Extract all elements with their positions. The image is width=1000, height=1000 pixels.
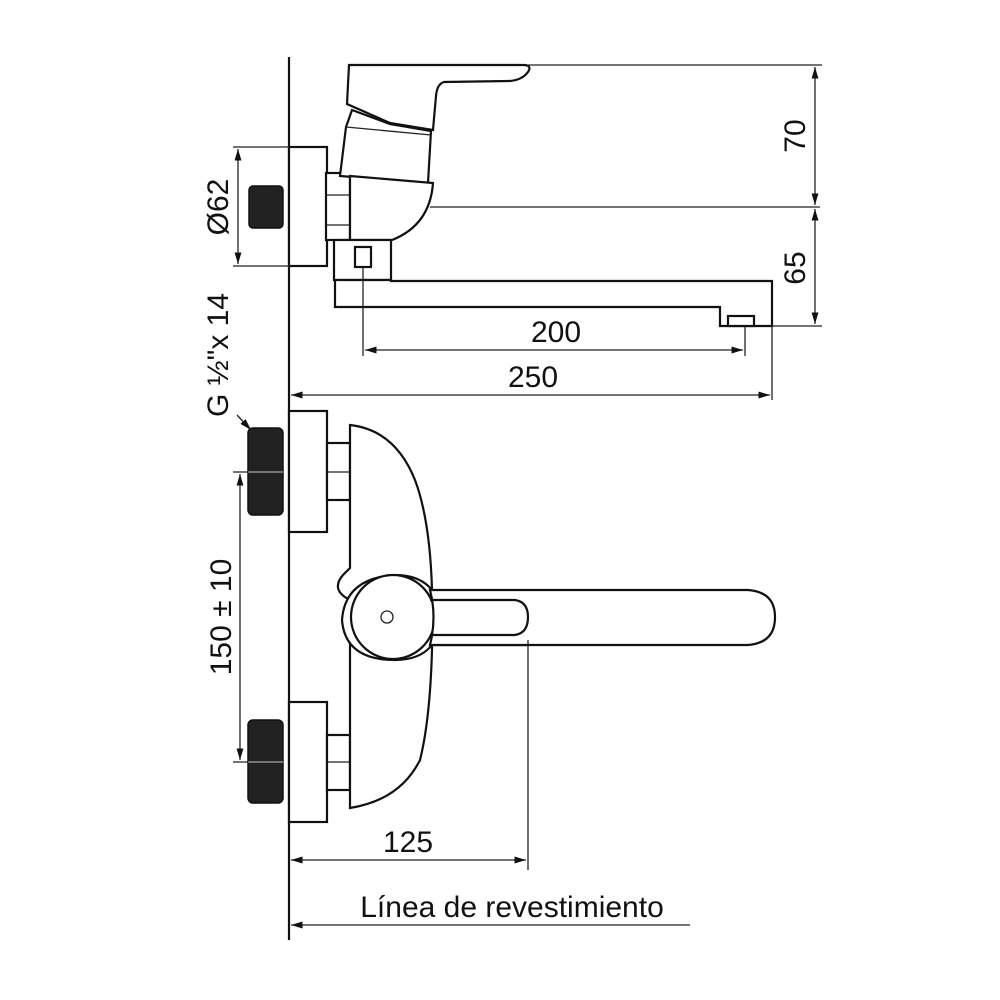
upper-wall-plate	[287, 409, 329, 534]
spout-block-square	[353, 245, 373, 269]
wall-line-label: Línea de revestimiento	[360, 891, 664, 924]
dim-65-label: 65	[779, 251, 812, 284]
front-lever	[428, 588, 777, 647]
hex-nut	[324, 171, 352, 242]
dim-125-label: 125	[383, 826, 433, 859]
lever-handle	[345, 63, 531, 132]
dim-150-label: 150 ± 10	[205, 559, 238, 676]
valve-body	[348, 174, 435, 242]
wall-plate	[287, 145, 329, 268]
dim-diameter-label: Ø62	[202, 179, 235, 236]
dim-250-label: 250	[508, 361, 558, 394]
dim-200-label: 200	[531, 316, 581, 349]
side-view	[248, 63, 822, 400]
aerator	[726, 314, 756, 328]
dim-70-label: 70	[779, 119, 812, 152]
thread-label: G ½"x 14	[202, 293, 235, 417]
thread-leader	[236, 414, 252, 431]
inlet-nut	[248, 185, 284, 229]
lower-wall-plate	[287, 700, 329, 824]
brand-logo-icon	[380, 610, 394, 624]
front-view	[247, 409, 777, 824]
